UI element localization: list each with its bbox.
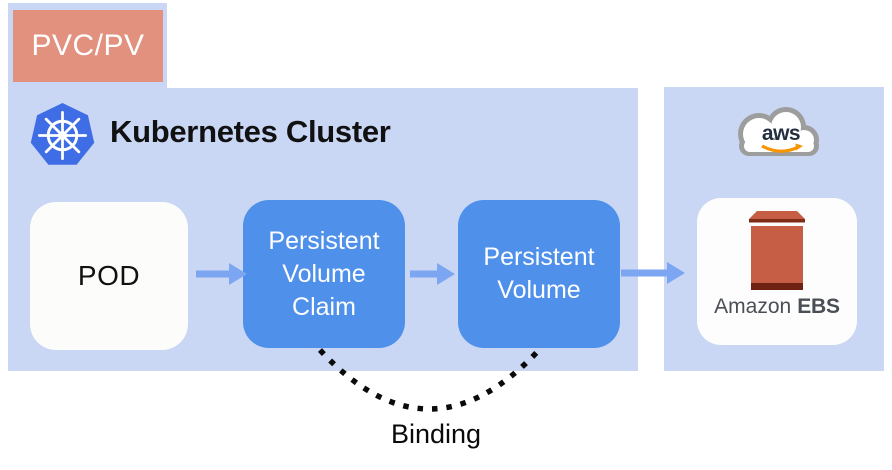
pod-label: POD	[77, 260, 141, 291]
ebs-volume-icon	[749, 211, 805, 290]
aws-container: aws Amazon EBS	[664, 87, 884, 371]
pvc-pv-tab: PVC/PV	[13, 10, 163, 82]
aws-cloud-label: aws	[762, 122, 800, 145]
cluster-title: Kubernetes Cluster	[110, 114, 391, 149]
aws-cloud-icon: aws	[738, 107, 819, 156]
pvc-pv-tab-label: PVC/PV	[31, 29, 145, 62]
ebs-label-amazon: Amazon	[714, 295, 792, 318]
persistent-volume-node: Persistent Volume	[458, 200, 620, 348]
kubernetes-logo-icon	[30, 103, 95, 165]
persistent-volume-label: Persistent Volume	[483, 243, 595, 304]
ebs-label: Amazon EBS	[714, 295, 840, 319]
persistent-volume-claim-node: Persistent Volume Claim	[243, 200, 405, 348]
amazon-ebs-node: Amazon EBS	[697, 198, 857, 345]
persistent-volume-claim-label: Persistent Volume Claim	[268, 226, 380, 321]
binding-label: Binding	[390, 419, 482, 449]
pod-node: POD	[30, 202, 188, 350]
pvc-pv-tab-background: PVC/PV	[8, 3, 167, 88]
ebs-label-product: EBS	[797, 295, 840, 318]
